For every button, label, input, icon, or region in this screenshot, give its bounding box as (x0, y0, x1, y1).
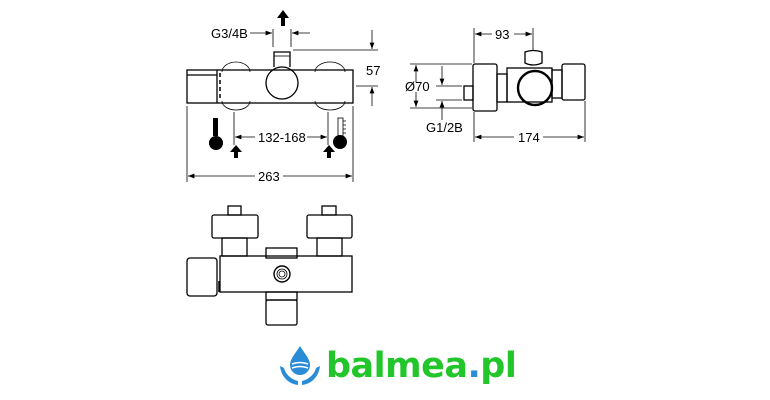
height-dim-label: 57 (366, 63, 380, 78)
thermometer-hot-icon (209, 118, 223, 150)
logo-name: balmea (326, 345, 468, 386)
outlet-thread-label: G3/4B (211, 26, 248, 41)
balmea-logo[interactable]: balmea.pl (278, 344, 517, 388)
flow-up-arrow-icon (277, 10, 289, 26)
water-drop-hands-icon (280, 346, 320, 385)
inlet-spacing-label: 132-168 (258, 130, 306, 145)
diameter-label: Ø70 (405, 79, 430, 94)
side-view: 93 Ø70 G1/2B 174 (405, 27, 586, 145)
side-cap (472, 63, 498, 112)
logo-dot: . (467, 345, 481, 386)
center-knob (265, 66, 299, 100)
bottom-view (186, 205, 353, 326)
inlet-thread-label: G1/2B (426, 120, 463, 135)
depth-outlet-label: 93 (495, 27, 509, 42)
overall-depth-label: 174 (518, 130, 540, 145)
cold-inlet-arrow-icon (323, 145, 335, 158)
logo-tld: pl (480, 345, 517, 386)
overall-width-label: 263 (258, 169, 280, 184)
front-view: G3/4B 57 132-168 263 (186, 10, 380, 184)
thermometer-cold-icon (333, 117, 347, 149)
hot-inlet-arrow-icon (230, 145, 242, 158)
mixer-body (186, 69, 354, 104)
